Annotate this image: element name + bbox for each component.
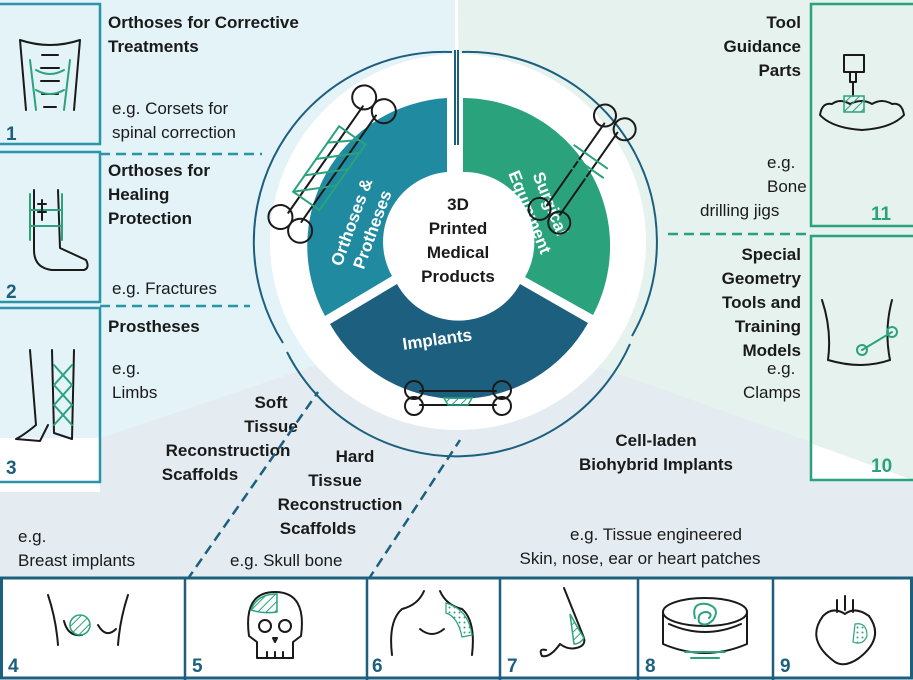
- right-11-example-3: drilling jigs: [700, 201, 779, 220]
- bottom-strip-border: [0, 576, 913, 680]
- left-3-title-1: Prostheses: [108, 317, 200, 336]
- left-3-example-2: Limbs: [112, 383, 157, 402]
- example-breast-1: e.g.: [18, 527, 46, 546]
- left-box-1-border: [0, 2, 102, 146]
- bottom-panel-bg: [0, 318, 913, 580]
- center-line-4: Products: [421, 267, 495, 286]
- cell-laden-1: Cell-laden: [615, 431, 696, 450]
- bottom-number-9: 9: [780, 656, 791, 677]
- right-11-example-1: e.g.: [767, 153, 795, 172]
- skull-icon: [247, 591, 303, 659]
- ring-segment-orthoses: [307, 98, 447, 316]
- hard-tissue-2: Tissue: [308, 471, 362, 490]
- right-10-title-1: Special: [741, 245, 801, 264]
- heart-patch-icon: [815, 595, 877, 666]
- bottom-number-6: 6: [372, 656, 383, 677]
- bottom-number-8: 8: [645, 656, 656, 677]
- left-2-title-3: Protection: [108, 209, 192, 228]
- example-tissue-2: Skin, nose, ear or heart patches: [520, 549, 761, 568]
- right-11-title-1: Tool: [766, 13, 801, 32]
- right-11-example-2: Bone: [767, 177, 807, 196]
- breast-implant-icon: [47, 594, 129, 646]
- ring-segment-implants: [330, 284, 588, 399]
- center-line-2: Printed: [429, 219, 488, 238]
- implants-bone-icon: [404, 380, 512, 416]
- example-tissue-1: e.g. Tissue engineered: [570, 525, 742, 544]
- petri-dish-icon: [662, 597, 748, 659]
- soft-tissue-3: Reconstruction: [166, 441, 291, 460]
- nose-ear-icon: [539, 587, 586, 658]
- right-number-11: 11: [871, 204, 892, 225]
- right-10-title-3: Tools and: [722, 293, 801, 312]
- right-10-example-1: e.g.: [767, 359, 795, 378]
- right-number-10: 10: [871, 456, 892, 477]
- right-10-title-2: Geometry: [722, 269, 802, 288]
- right-10-example-2: Clamps: [743, 383, 801, 402]
- soft-tissue-4: Scaffolds: [162, 465, 239, 484]
- right-10-title-4: Training: [735, 317, 801, 336]
- cell-laden-2: Biohybrid Implants: [579, 455, 733, 474]
- orthoses-bone-icon: [267, 84, 397, 244]
- soft-tissue-2: Tissue: [244, 417, 298, 436]
- hard-tissue-3: Reconstruction: [278, 495, 403, 514]
- right-10-title-5: Models: [742, 341, 801, 360]
- left-2-example-1: e.g. Fractures: [112, 279, 217, 298]
- left-1-example-1: e.g. Corsets for: [112, 99, 229, 118]
- left-1-example-2: spinal correction: [112, 123, 236, 142]
- bottom-number-4: 4: [8, 656, 19, 677]
- spine-corset-icon: [19, 39, 81, 111]
- left-number-1: 1: [6, 124, 17, 145]
- left-number-2: 2: [6, 282, 17, 303]
- left-2-title-1: Orthoses for: [108, 161, 210, 180]
- left-1-title-1: Orthoses for Corrective: [108, 13, 299, 32]
- hard-tissue-1: Hard: [336, 447, 375, 466]
- clamp-shoulder-icon: [821, 299, 898, 366]
- example-skull: e.g. Skull bone: [230, 551, 342, 570]
- center-line-3: Medical: [427, 243, 489, 262]
- bottom-number-5: 5: [192, 656, 203, 677]
- center-circle: [390, 174, 526, 310]
- dental-drill-icon: [819, 54, 905, 131]
- soft-tissue-1: Soft: [254, 393, 287, 412]
- left-3-example-1: e.g.: [112, 359, 140, 378]
- shoulder-skin-icon: [390, 590, 474, 656]
- left-1-title-2: Treatments: [108, 37, 199, 56]
- center-line-1: 3D: [447, 195, 469, 214]
- right-11-title-2: Guidance: [724, 37, 801, 56]
- right-box-10-border: [809, 234, 913, 482]
- ankle-brace-icon: [29, 189, 89, 271]
- right-11-title-3: Parts: [758, 61, 801, 80]
- hard-tissue-4: Scaffolds: [280, 519, 357, 538]
- left-number-3: 3: [6, 458, 17, 479]
- leg-prosthesis-icon: [15, 349, 75, 442]
- bottom-number-7: 7: [507, 656, 518, 677]
- ring-segment-surgical: [463, 98, 611, 315]
- left-box-3-border: [0, 306, 102, 484]
- left-2-title-2: Healing: [108, 185, 169, 204]
- example-breast-2: Breast implants: [18, 551, 135, 570]
- surgical-bone-icon: [527, 103, 637, 235]
- right-box-11-border: [809, 2, 913, 228]
- left-box-2-border: [0, 150, 102, 304]
